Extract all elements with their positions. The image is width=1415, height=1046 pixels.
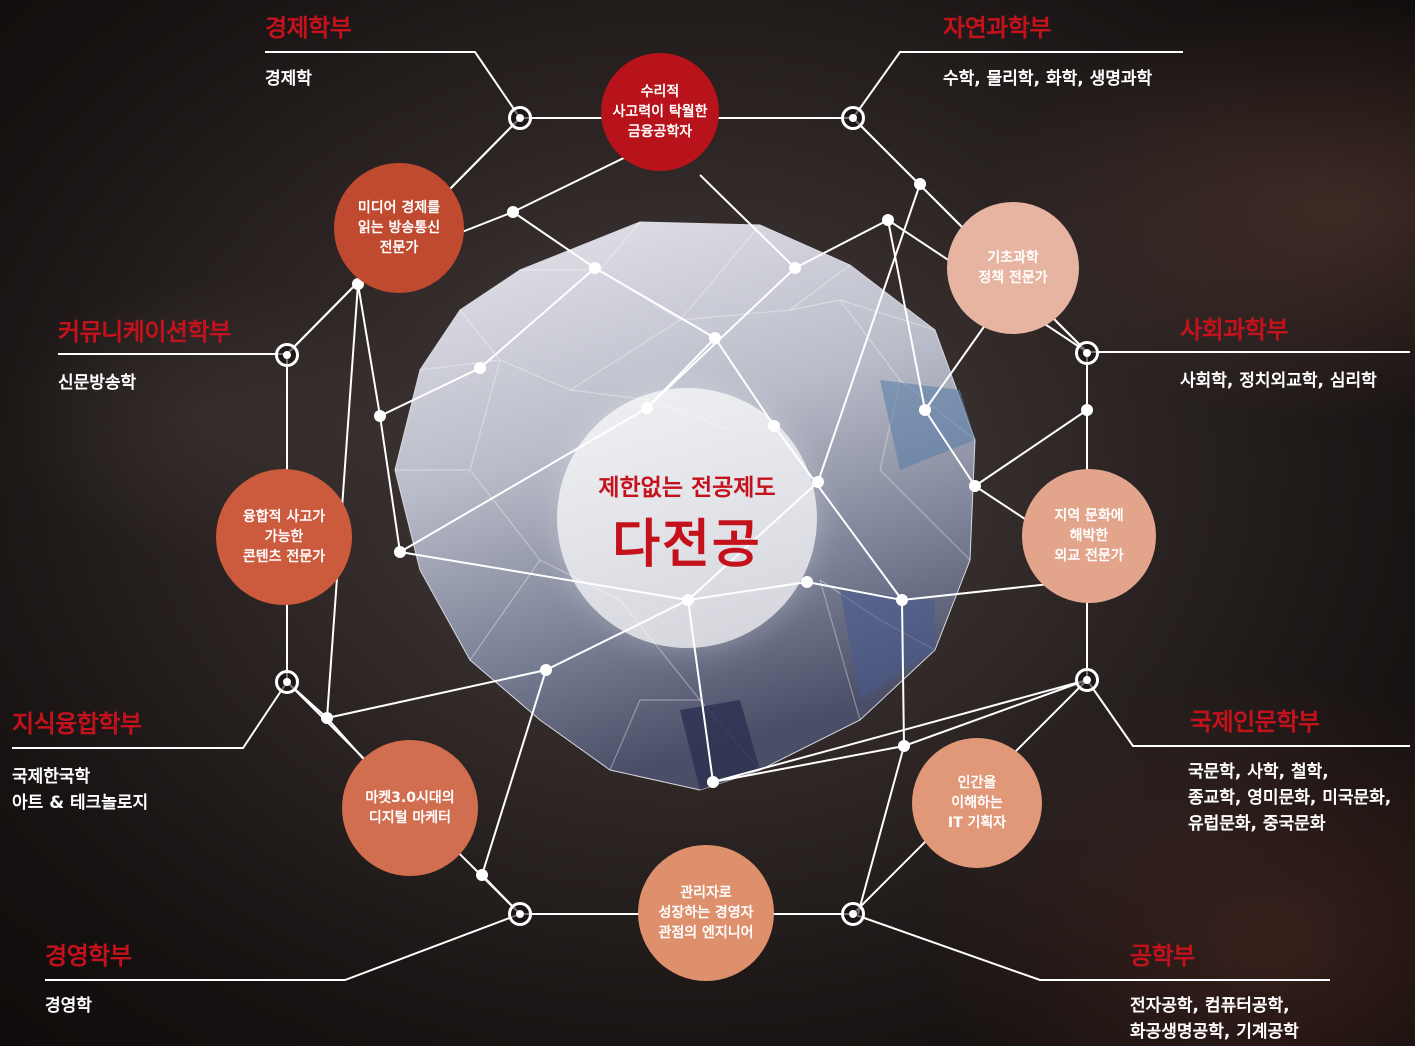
network-line	[687, 599, 1088, 784]
network-line	[512, 211, 775, 427]
junction-dot	[507, 206, 519, 218]
junction-dot	[789, 262, 801, 274]
junction-dot	[374, 410, 386, 422]
dept-title-economics: 경제학부	[265, 14, 352, 42]
dept-title-engineering: 공학부	[1130, 942, 1195, 970]
dept-title-knowledge-convergence: 지식융합학부	[12, 710, 142, 738]
dept-majors-international-humanities: 국문학, 사학, 철학,종교학, 영미문화, 미국문화,유럽문화, 중국문화	[1188, 762, 1392, 834]
network-line	[326, 283, 359, 719]
leader-line-natural-science	[852, 51, 1183, 119]
network-line	[887, 219, 1088, 488]
network-line	[480, 599, 689, 915]
leader-line-knowledge-convergence	[12, 681, 288, 749]
junction-dot	[476, 869, 488, 881]
leader-line-economics	[265, 51, 521, 119]
network-line	[773, 425, 906, 915]
dept-majors-economics: 경제학	[265, 69, 312, 89]
junction-dot	[474, 362, 486, 374]
polyhedron-blue-facet	[880, 380, 975, 470]
junction-dot	[801, 576, 813, 588]
dept-majors-communication: 신문방송학	[58, 373, 137, 393]
dept-majors-social-science: 사회학, 정치외교학, 심리학	[1180, 371, 1377, 391]
dept-majors-business: 경영학	[45, 996, 92, 1016]
center-title: 다전공	[612, 515, 762, 575]
connector-target-icon	[1075, 668, 1099, 692]
junction-dot	[707, 776, 719, 788]
connector-target-icon	[508, 902, 532, 926]
leader-line-engineering	[852, 913, 1330, 981]
junction-dot	[321, 712, 333, 724]
connector-target-icon	[841, 902, 865, 926]
junction-dot	[812, 476, 824, 488]
junction-dot	[969, 480, 981, 492]
network-line	[461, 149, 641, 233]
junction-dot	[882, 214, 894, 226]
dept-title-social-science: 사회과학부	[1180, 316, 1288, 344]
polyhedron-dark-facet	[680, 700, 760, 790]
connector-target-icon	[841, 106, 865, 130]
junction-dot	[914, 178, 926, 190]
junction-dot	[540, 664, 552, 676]
polyhedron-blue-facet	[840, 590, 935, 700]
dept-title-business: 경영학부	[45, 942, 132, 970]
junction-dot	[394, 546, 406, 558]
center-circle: 제한없는 전공제도 다전공	[557, 388, 817, 648]
connector-target-icon	[508, 106, 532, 130]
junction-dot	[919, 404, 931, 416]
dept-title-natural-science: 자연과학부	[943, 14, 1051, 42]
junction-dot	[896, 594, 908, 606]
junction-dot	[709, 332, 721, 344]
connector-target-icon	[1075, 341, 1099, 365]
dept-majors-engineering: 전자공학, 컴퓨터공학,화공생명공학, 기계공학	[1130, 996, 1299, 1042]
leader-line-business	[45, 913, 521, 981]
junction-dot	[1081, 404, 1093, 416]
connector-target-icon	[275, 343, 299, 367]
dept-majors-natural-science: 수학, 물리학, 화학, 생명과학	[943, 69, 1153, 89]
dept-title-communication: 커뮤니케이션학부	[58, 318, 231, 346]
junction-dot	[589, 262, 601, 274]
connector-target-icon	[275, 670, 299, 694]
junction-dot	[898, 740, 910, 752]
center-subtitle: 제한없는 전공제도	[598, 475, 776, 501]
dept-title-international-humanities: 국제인문학부	[1190, 708, 1320, 736]
network-line	[712, 679, 1088, 783]
leader-line-international-humanities	[1086, 679, 1410, 747]
